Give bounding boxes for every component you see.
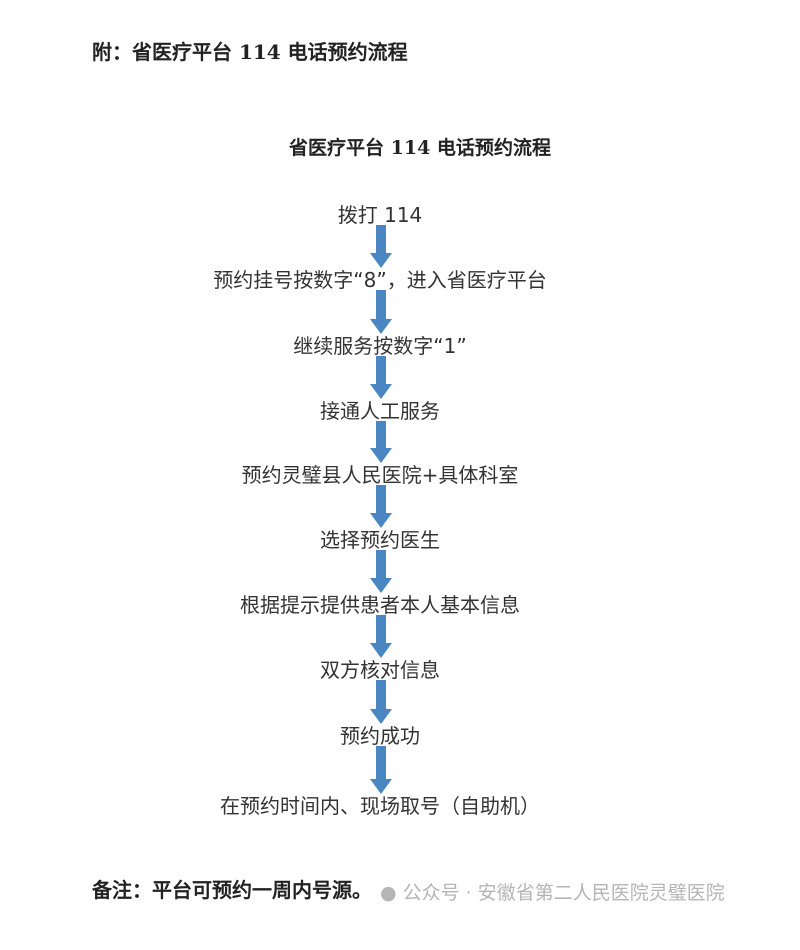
flow-step: 在预约时间内、现场取号（自助机）	[220, 794, 540, 818]
flow-step: 预约挂号按数字“8”，进入省医疗平台	[213, 268, 547, 292]
appendix-title: 附：省医疗平台 114 电话预约流程	[92, 40, 408, 64]
wechat-icon: ●	[380, 882, 397, 904]
arrow-down-icon	[370, 225, 392, 268]
arrow-down-icon	[370, 680, 392, 724]
arrow-down-icon	[370, 290, 392, 334]
flow-step: 预约灵璧县人民医院+具体科室	[241, 463, 519, 487]
flow-step: 继续服务按数字“1”	[293, 334, 467, 358]
watermark: ● 公众号 · 安徽省第二人民医院灵璧医院	[380, 878, 725, 905]
arrow-down-icon	[370, 485, 392, 528]
watermark-text: 公众号 · 安徽省第二人民医院灵璧医院	[402, 882, 725, 904]
arrow-down-icon	[370, 746, 392, 794]
arrow-down-icon	[370, 615, 392, 658]
flow-step: 接通人工服务	[320, 399, 440, 423]
flow-step: 预约成功	[340, 724, 420, 748]
flow-step: 选择预约医生	[320, 528, 440, 552]
flow-step: 双方核对信息	[320, 658, 440, 682]
note: 备注：平台可预约一周内号源。	[92, 878, 372, 902]
flow-step: 根据提示提供患者本人基本信息	[240, 593, 520, 617]
flow-title: 省医疗平台 114 电话预约流程	[289, 137, 551, 159]
arrow-down-icon	[370, 356, 392, 399]
flow-step: 拨打 114	[337, 203, 423, 227]
arrow-down-icon	[370, 550, 392, 593]
arrow-down-icon	[370, 421, 392, 463]
